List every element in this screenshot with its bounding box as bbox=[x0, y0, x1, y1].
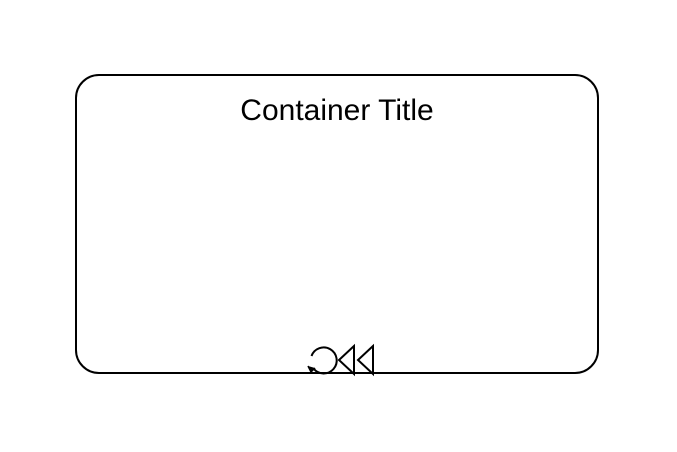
marker-icons bbox=[307, 343, 374, 377]
container-markers bbox=[306, 341, 378, 377]
container-title: Container Title bbox=[240, 94, 434, 127]
compensation-icon bbox=[337, 343, 374, 377]
container-box[interactable]: Container Title bbox=[75, 74, 599, 377]
loop-icon bbox=[307, 346, 338, 375]
